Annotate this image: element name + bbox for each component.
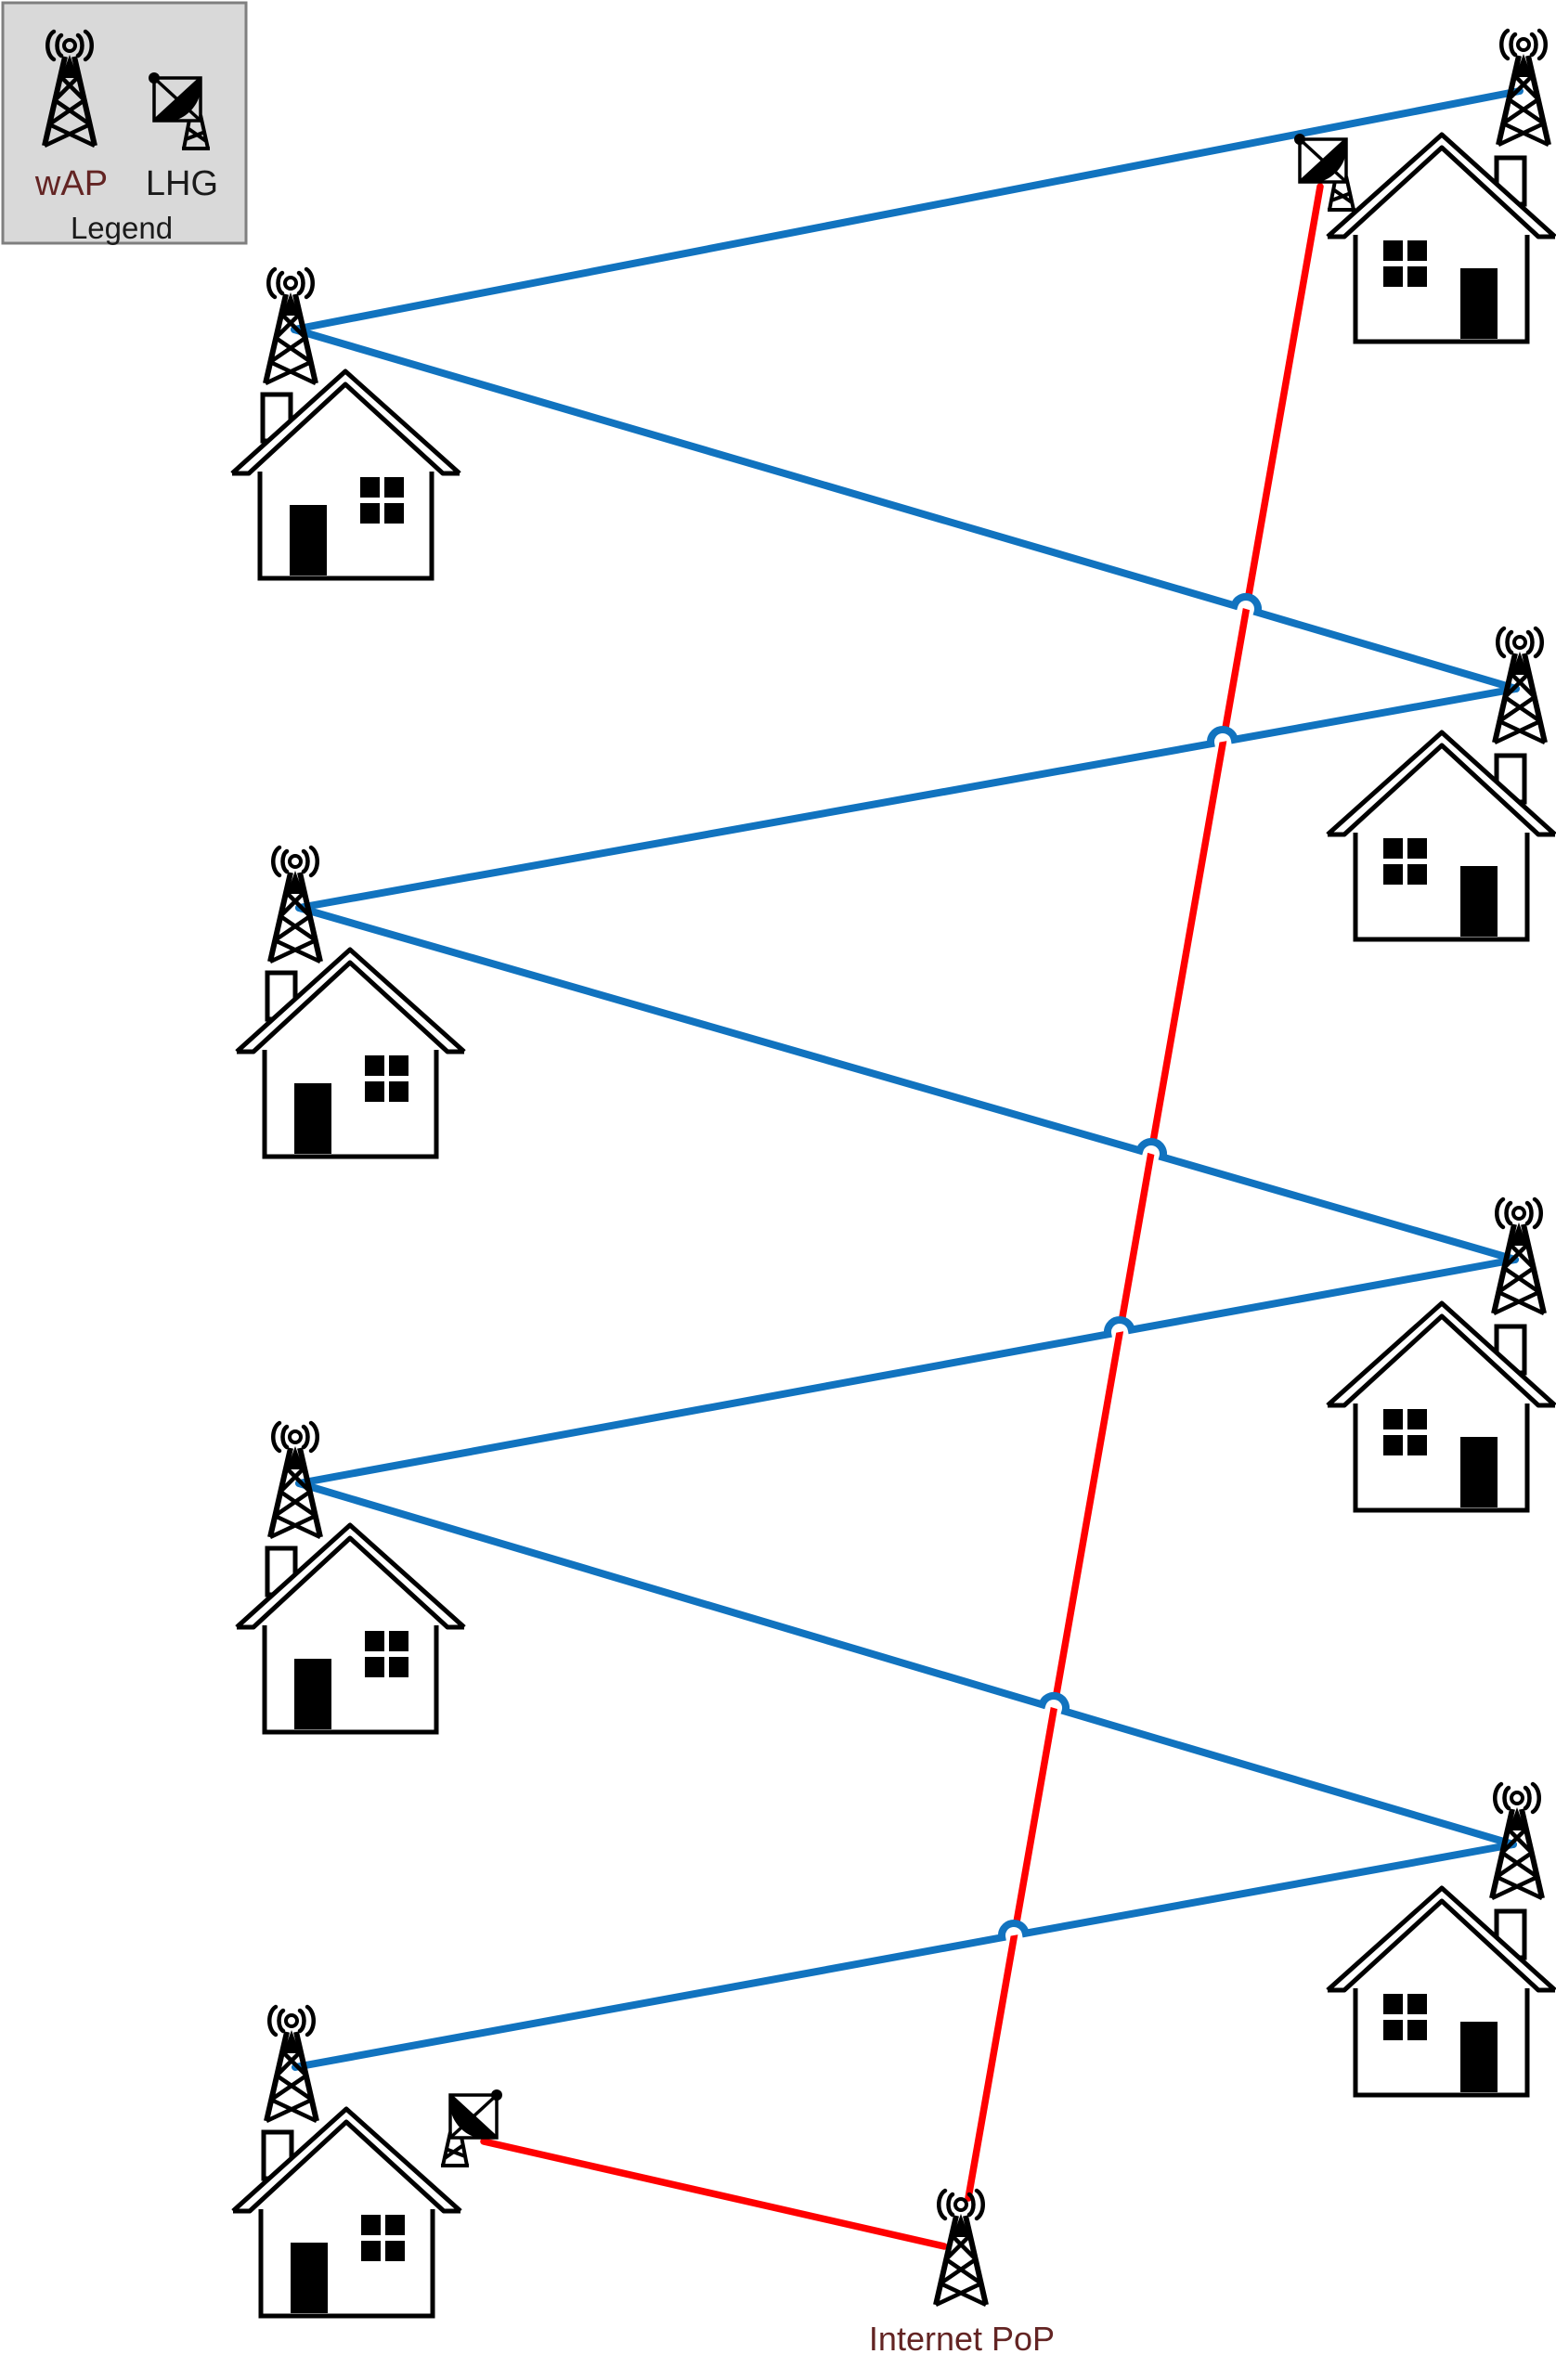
house-site-right-4 xyxy=(1328,1784,1555,2095)
house-site-left-3 xyxy=(237,1423,464,1732)
wireless-link-3 xyxy=(295,685,1520,912)
house-site-left-1 xyxy=(232,269,460,578)
legend-wap-label: wAP xyxy=(34,164,108,203)
feed-links xyxy=(480,183,1324,2250)
house xyxy=(233,2107,460,2316)
house xyxy=(237,1523,464,1732)
house xyxy=(1328,133,1555,342)
lhg-dish-icon xyxy=(439,2088,504,2167)
legend-lhg-label: LHG xyxy=(146,164,218,203)
house xyxy=(1328,1301,1555,1510)
wireless-links xyxy=(291,87,1524,2071)
wireless-link-5 xyxy=(295,1256,1519,1487)
wap-tower-icon xyxy=(1498,31,1549,145)
house-site-right-3 xyxy=(1328,1199,1555,1510)
wireless-link-2 xyxy=(291,326,1520,692)
wireless-link-7 xyxy=(292,1841,1517,2071)
house xyxy=(232,369,460,578)
legend-box xyxy=(1,1,248,245)
wireless-link-6 xyxy=(295,1480,1517,1848)
feed-link-north xyxy=(965,183,1324,2202)
wireless-link-4 xyxy=(295,904,1519,1263)
pop-label: Internet PoP xyxy=(869,2320,1055,2358)
house xyxy=(1328,731,1555,939)
wireless-link-1 xyxy=(291,87,1524,333)
legend-heading: Legend xyxy=(71,211,173,245)
lhg-dish-icon xyxy=(1292,132,1357,212)
house-site-right-2 xyxy=(1328,628,1555,939)
house xyxy=(1328,1886,1555,2095)
sites xyxy=(232,31,1555,2316)
house-site-right-1 xyxy=(1292,31,1555,342)
pop-site: Internet PoP xyxy=(869,2191,1055,2358)
legend: wAP LHG Legend xyxy=(1,1,248,245)
feed-link-south xyxy=(480,2138,948,2250)
house xyxy=(237,948,464,1157)
house-site-left-2 xyxy=(237,847,464,1157)
